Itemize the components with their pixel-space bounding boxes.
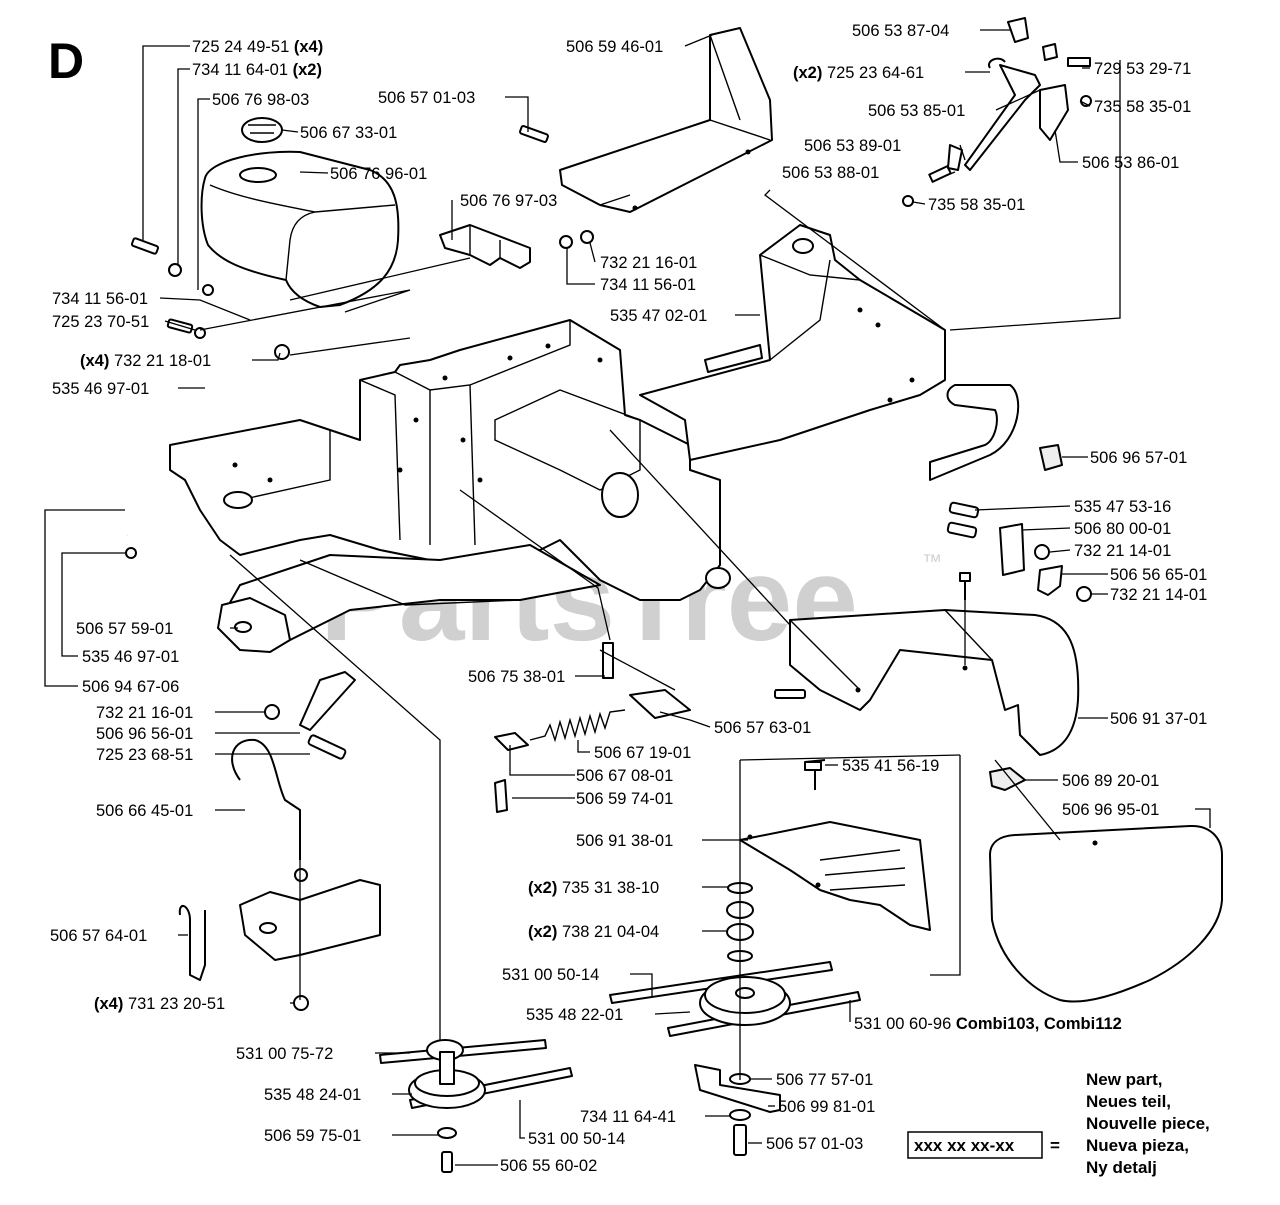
deflector-plate bbox=[739, 759, 931, 931]
part-label: 506 99 81-01 bbox=[778, 1098, 875, 1116]
lever-arm bbox=[239, 868, 381, 1011]
part-label: 506 53 87-04 bbox=[852, 22, 949, 40]
part-label: 506 94 67-06 bbox=[82, 678, 179, 696]
hook-rod bbox=[231, 738, 301, 850]
part-label: 732 21 16-01 bbox=[96, 704, 193, 722]
part-label: 506 75 38-01 bbox=[468, 668, 565, 686]
part-label: 531 00 50-14 bbox=[528, 1130, 625, 1148]
part-labels: 725 24 49-51 (x4) 734 11 64-01 (x2) 506 … bbox=[50, 22, 1207, 1175]
part-label: 734 11 64-01 (x2) bbox=[192, 61, 322, 79]
part-label: 506 67 33-01 bbox=[300, 124, 397, 142]
part-label: 506 57 64-01 bbox=[50, 927, 147, 945]
part-label: 732 21 14-01 bbox=[1110, 586, 1207, 604]
part-label: 506 66 45-01 bbox=[96, 802, 193, 820]
part-label: 506 76 97-03 bbox=[460, 192, 557, 210]
legend-code-box bbox=[907, 1131, 1043, 1159]
part-label: (x2) 735 31 38-10 bbox=[528, 879, 659, 897]
part-label: 506 55 60-02 bbox=[500, 1157, 597, 1175]
section-letter: D bbox=[48, 33, 84, 89]
pivot-bracket bbox=[217, 597, 291, 653]
part-label: 531 00 50-14 bbox=[502, 966, 599, 984]
part-label: 506 57 01-03 bbox=[766, 1135, 863, 1153]
rubber-stop bbox=[989, 767, 1026, 791]
part-label: 535 48 22-01 bbox=[526, 1006, 623, 1024]
pin bbox=[178, 905, 206, 981]
part-label: 535 46 97-01 bbox=[52, 380, 149, 398]
right-pulley bbox=[609, 882, 861, 1156]
part-label: 725 23 70-51 bbox=[52, 313, 149, 331]
part-label: (x2) 725 23 64-61 bbox=[793, 64, 924, 82]
part-label: 506 57 59-01 bbox=[76, 620, 173, 638]
part-label: 734 11 56-01 bbox=[600, 276, 696, 294]
part-label: 734 11 64-41 bbox=[580, 1108, 676, 1126]
part-label: 506 53 89-01 bbox=[804, 137, 901, 155]
part-label: 506 76 98-03 bbox=[212, 91, 309, 109]
part-label: 732 21 14-01 bbox=[1074, 542, 1171, 560]
part-label: 506 56 65-01 bbox=[1110, 566, 1207, 584]
legend: xxx xx xx-xx = New part, Neues teil, Nou… bbox=[907, 1070, 1210, 1177]
tension-spring bbox=[264, 642, 691, 813]
legend-line: Ny detalj bbox=[1086, 1158, 1157, 1177]
part-label: 506 57 63-01 bbox=[714, 719, 811, 737]
part-label: 725 24 49-51 (x4) bbox=[192, 38, 323, 56]
part-label: 506 53 88-01 bbox=[782, 164, 879, 182]
part-label: 531 00 75-72 bbox=[236, 1045, 333, 1063]
part-label: 535 41 56-19 bbox=[842, 757, 939, 775]
seat-plate bbox=[559, 27, 773, 213]
left-pulley bbox=[379, 1039, 573, 1173]
legend-equals: = bbox=[1050, 1136, 1060, 1155]
part-label: 535 46 97-01 bbox=[82, 648, 179, 666]
tank-bracket bbox=[439, 224, 531, 269]
side-bracket bbox=[946, 501, 1092, 602]
part-label: 506 67 19-01 bbox=[594, 744, 691, 762]
part-label: 506 96 57-01 bbox=[1090, 449, 1187, 467]
part-label: (x4) 731 23 20-51 bbox=[94, 995, 225, 1013]
part-drawings bbox=[123, 17, 1223, 1173]
part-label: 506 89 20-01 bbox=[1062, 772, 1159, 790]
part-label: 531 00 60-96 Combi103, Combi112 bbox=[854, 1015, 1122, 1033]
part-label: 535 47 02-01 bbox=[610, 307, 707, 325]
part-label: 506 59 46-01 bbox=[566, 38, 663, 56]
part-label: 506 57 01-03 bbox=[378, 89, 475, 107]
part-label: 506 59 74-01 bbox=[576, 790, 673, 808]
part-label: 506 91 37-01 bbox=[1110, 710, 1207, 728]
rubber-pad bbox=[1039, 444, 1063, 471]
part-label: 732 21 16-01 bbox=[600, 254, 697, 272]
legend-line: Nueva pieza, bbox=[1086, 1136, 1189, 1155]
part-label: 506 53 86-01 bbox=[1082, 154, 1179, 172]
part-label: 734 11 56-01 bbox=[52, 290, 148, 308]
part-label: 506 77 57-01 bbox=[776, 1071, 873, 1089]
part-label: (x2) 738 21 04-04 bbox=[528, 923, 659, 941]
part-label: 506 80 00-01 bbox=[1074, 520, 1171, 538]
legend-line: Neues teil, bbox=[1086, 1092, 1171, 1111]
main-frame bbox=[169, 224, 1020, 651]
part-label: (x4) 732 21 18-01 bbox=[80, 352, 211, 370]
side-cover bbox=[989, 824, 1223, 1003]
part-label: 735 58 35-01 bbox=[1094, 98, 1191, 116]
part-label: 725 23 68-51 bbox=[96, 746, 193, 764]
part-label: 506 53 85-01 bbox=[868, 102, 965, 120]
legend-code: xxx xx xx-xx bbox=[914, 1136, 1015, 1155]
part-label: 535 48 24-01 bbox=[264, 1086, 361, 1104]
watermark-tm: ™ bbox=[922, 551, 942, 573]
part-label: 535 47 53-16 bbox=[1074, 498, 1171, 516]
fuel-tank bbox=[200, 117, 400, 308]
legend-line: New part, bbox=[1086, 1070, 1163, 1089]
part-label: 506 76 96-01 bbox=[330, 165, 427, 183]
part-label: 729 53 29-71 bbox=[1094, 60, 1191, 78]
part-label: 735 58 35-01 bbox=[928, 196, 1025, 214]
part-label: 506 96 95-01 bbox=[1062, 801, 1159, 819]
bolts bbox=[130, 125, 822, 771]
legend-line: Nouvelle piece, bbox=[1086, 1114, 1210, 1133]
part-label: 506 96 56-01 bbox=[96, 725, 193, 743]
leader-lines bbox=[44, 29, 1211, 1166]
part-label: 506 91 38-01 bbox=[576, 832, 673, 850]
part-label: 506 59 75-01 bbox=[264, 1127, 361, 1145]
part-label: 506 67 08-01 bbox=[576, 767, 673, 785]
